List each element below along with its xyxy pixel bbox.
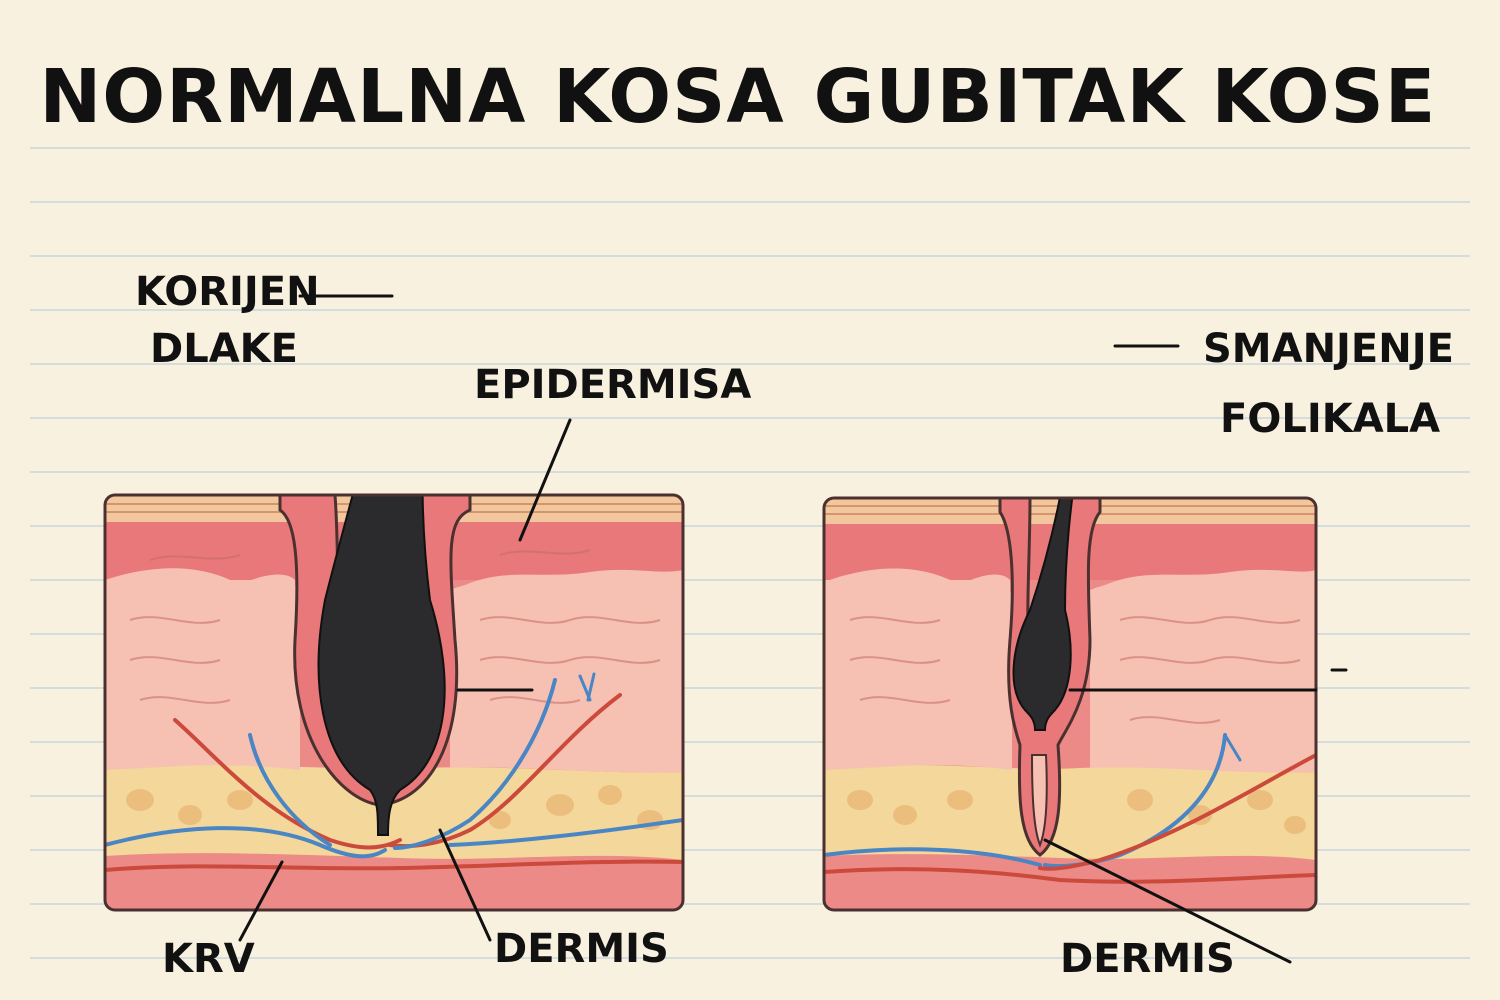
dermis-layer-right: [450, 573, 683, 773]
vein-right: [393, 678, 557, 850]
hair-shaft-thin: [1012, 498, 1144, 731]
artery-hair-loss: [1038, 753, 1316, 871]
label-hair-root-line2: DLAKE: [150, 326, 298, 372]
title-normal-hair: NORMALNA KOSA: [39, 54, 784, 140]
hair-loss-skin-cross-section: [822, 496, 1318, 912]
label-blood: KRV: [162, 860, 284, 982]
title-hair-loss: GUBITAK KOSE: [814, 54, 1437, 140]
label-follicle-shrink: SMANJENJE FOLIKALA: [1068, 326, 1454, 692]
dermis-under-epidermis-left: [105, 568, 295, 600]
label-hair-root: KORIJEN DLAKE: [135, 269, 394, 372]
artery-hair-loss-deep: [824, 867, 1316, 884]
label-hair-root-line1: KORIJEN: [135, 269, 320, 315]
label-epidermis-text: EPIDERMISA: [474, 362, 751, 408]
normal-skin-cross-section: [103, 493, 685, 912]
vein-left: [105, 826, 387, 859]
dermis-under-epidermis-right: [455, 569, 683, 600]
vein-hair-loss-left: [824, 847, 1042, 867]
label-epidermis: EPIDERMISA: [456, 362, 751, 692]
label-dermis-normal-text: DERMIS: [494, 926, 669, 972]
label-blood-text: KRV: [162, 936, 255, 982]
hair-shaft-normal: [317, 495, 511, 836]
dermis-right-b: [1090, 573, 1316, 773]
blood-vessels: [105, 672, 683, 872]
label-dermis-hair-loss: DERMIS: [1043, 838, 1292, 982]
vein-left-branch: [248, 733, 332, 847]
fat-layer-right: [824, 765, 1316, 860]
vein-right-2: [448, 818, 683, 847]
label-dermis-normal: DERMIS: [438, 828, 669, 972]
label-follicle-shrink-line2: FOLIKALA: [1220, 396, 1440, 442]
artery-deep: [105, 859, 683, 872]
label-dermis-hair-loss-text: DERMIS: [1060, 936, 1235, 982]
label-follicle-shrink-line1: SMANJENJE: [1203, 326, 1454, 372]
